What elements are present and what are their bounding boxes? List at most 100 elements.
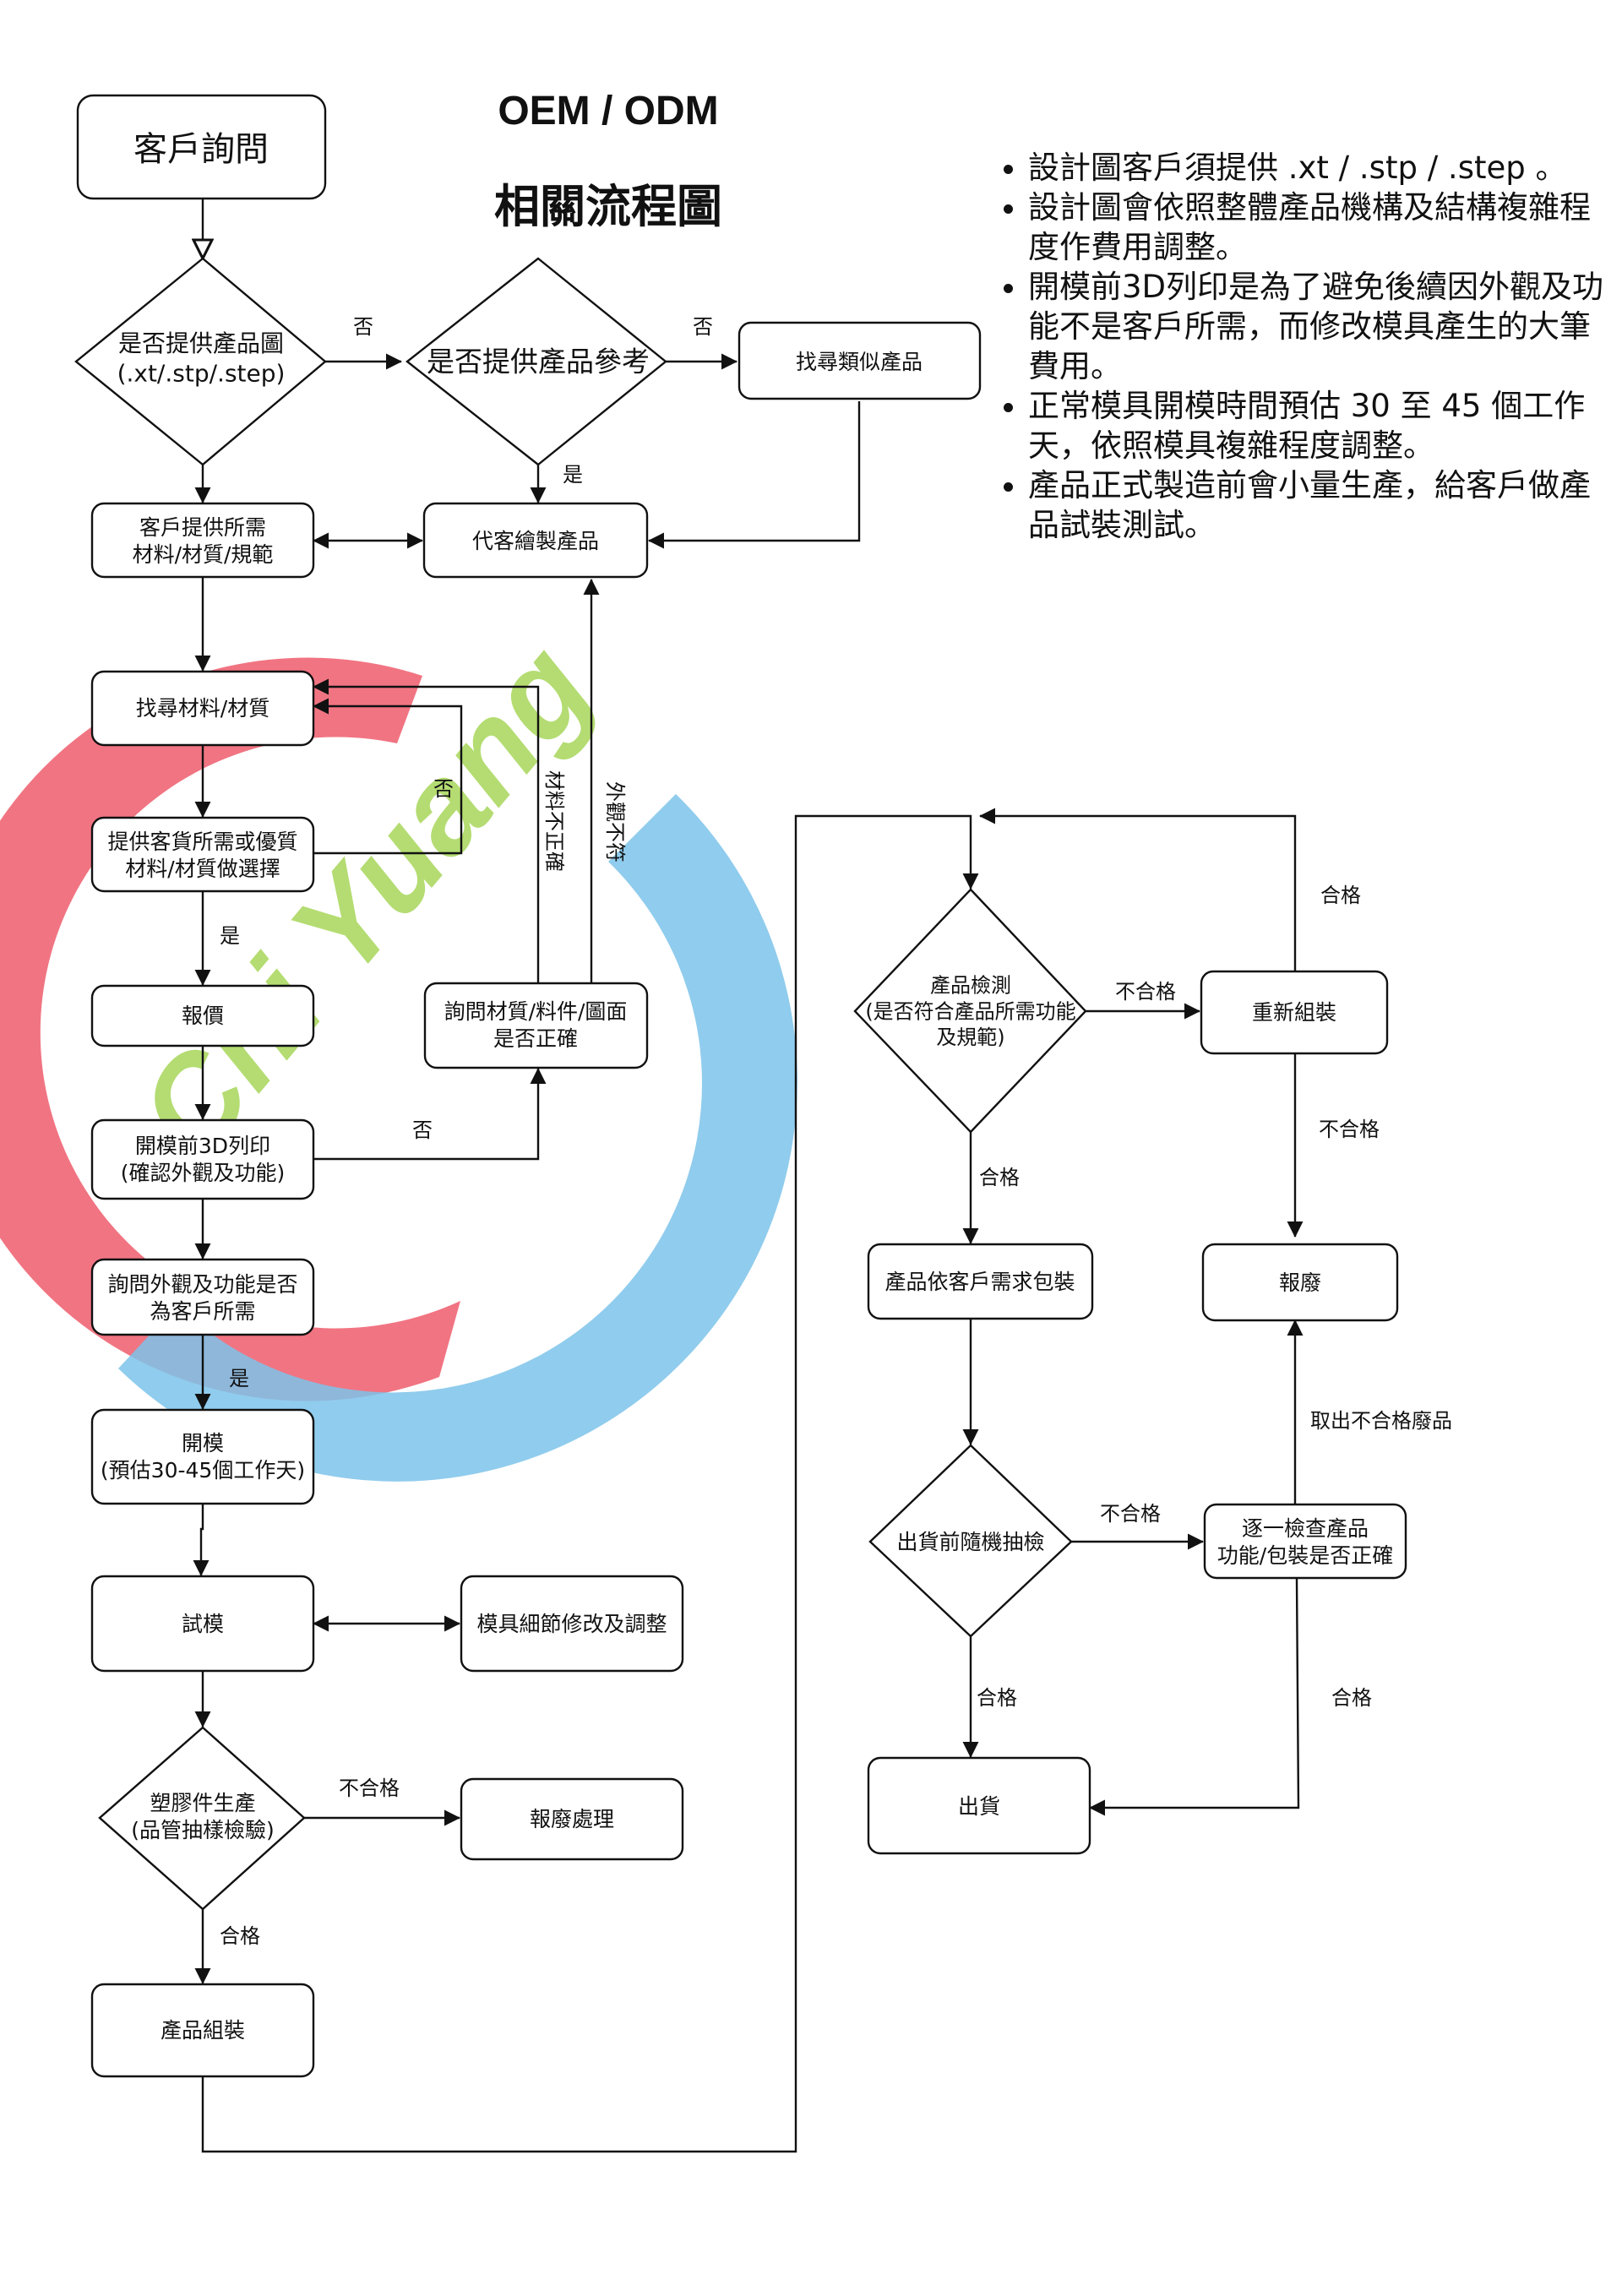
node-find-material[interactable]: 找尋材料/材質 xyxy=(90,670,315,747)
node-mold-adjust-text: 模具細節修改及調整 xyxy=(476,1612,667,1636)
node-text-line: 開模前3D列印 xyxy=(135,1134,270,1158)
node-text-line: 重新組裝 xyxy=(1252,1000,1336,1025)
node-offer-material[interactable]: 提供客貨所需或優質材料/材質做選擇 xyxy=(90,816,315,893)
node-inspect-each[interactable]: 逐一檢查產品功能/包裝是否正確 xyxy=(1203,1503,1407,1580)
label-take-out-defect: 取出不合格廢品 xyxy=(1310,1409,1452,1433)
label-pass-inspect: 合格 xyxy=(1331,1686,1372,1710)
note-item: 設計圖會依照整體產品機構及結構複雜程度作費用調整。 xyxy=(1028,188,1619,267)
node-text-line: (確認外觀及功能) xyxy=(121,1161,286,1185)
node-start[interactable]: 客戶詢問 xyxy=(76,94,327,200)
node-text-line: 為客戶所需 xyxy=(150,1299,255,1324)
node-draw-for-customer[interactable]: 代客繪製產品 xyxy=(422,502,649,579)
node-text-line: 是否提供產品圖 xyxy=(118,329,284,357)
node-draw-for-customer-text: 代客繪製產品 xyxy=(472,529,599,553)
node-text-line: 試模 xyxy=(182,1612,224,1636)
node-reassemble[interactable]: 重新組裝 xyxy=(1200,970,1389,1055)
node-scrap-process[interactable]: 報廢處理 xyxy=(460,1777,684,1861)
node-scrap[interactable]: 報廢 xyxy=(1201,1243,1399,1322)
node-text-line: 詢問外觀及功能是否 xyxy=(107,1272,297,1297)
node-start-text: 客戶詢問 xyxy=(133,130,269,169)
node-offer-material-text: 提供客貨所需或優質材料/材質做選擇 xyxy=(107,830,297,881)
node-text-line: 客戶詢問 xyxy=(133,130,269,169)
node-open-mold[interactable]: 開模 (預估30-45個工作天) xyxy=(90,1408,315,1505)
node-pack-text: 產品依客戶需求包裝 xyxy=(884,1270,1075,1294)
note-item: 開模前3D列印是為了避免後續因外觀及功能不是客戶所需，而修改模具產生的大筆費用。 xyxy=(1028,267,1619,386)
node-ask-appearance-text: 詢問外觀及功能是否為客戶所需 xyxy=(107,1272,297,1324)
label-no-drawing: 否 xyxy=(353,315,373,339)
node-text-line: (品管抽樣檢驗) xyxy=(131,1818,275,1842)
node-customer-material[interactable]: 客戶提供所需材料/材質/規範 xyxy=(90,502,315,579)
node-random-check-text: 出貨前隨機抽檢 xyxy=(896,1530,1044,1554)
label-no-reference: 否 xyxy=(693,315,713,339)
label-yes-offer: 是 xyxy=(220,924,240,948)
node-text-line: 是否提供產品參考 xyxy=(427,345,650,378)
node-provide-reference[interactable]: 是否提供產品參考 xyxy=(406,257,667,466)
label-material-wrong: 材料不正確 xyxy=(542,770,566,872)
edge-labels: 否 否 是 否 是 材料不正確 外觀不符 否 是 不合格 合格 合格 不合格 不… xyxy=(220,315,1452,1948)
label-pass-test: 合格 xyxy=(979,1166,1020,1189)
node-text-line: 找尋材料/材質 xyxy=(136,696,269,721)
label-no-offer: 否 xyxy=(433,777,454,801)
node-customer-material-text: 客戶提供所需材料/材質/規範 xyxy=(133,515,274,567)
watermark-red-arc xyxy=(0,657,460,1401)
chart-subtitle: 相關流程圖 xyxy=(494,180,722,233)
node-find-similar-text: 找尋類似產品 xyxy=(796,350,923,374)
node-product-test-text: 產品檢測(是否符合產品所需功能及規範) xyxy=(865,974,1075,1049)
node-ask-material[interactable]: 詢問材質/料件/圖面是否正確 xyxy=(423,982,649,1069)
connectors xyxy=(201,199,1304,2153)
node-ask-appearance[interactable]: 詢問外觀及功能是否為客戶所需 xyxy=(90,1258,315,1336)
node-assembly-text: 產品組裝 xyxy=(161,2018,245,2043)
node-pack[interactable]: 產品依客戶需求包裝 xyxy=(867,1243,1094,1320)
node-text-line: 出貨前隨機抽檢 xyxy=(896,1530,1044,1554)
node-print-3d[interactable]: 開模前3D列印 (確認外觀及功能) xyxy=(90,1118,315,1200)
label-appearance-wrong: 外觀不符 xyxy=(603,781,627,862)
node-reassemble-text: 重新組裝 xyxy=(1252,1000,1336,1025)
node-text-line: 材料/材質做選擇 xyxy=(125,857,280,881)
node-inspect-each-text: 逐一檢查產品功能/包裝是否正確 xyxy=(1217,1516,1393,1568)
node-quote[interactable]: 報價 xyxy=(90,984,315,1047)
node-ship[interactable]: 出貨 xyxy=(867,1756,1091,1855)
node-product-test[interactable]: 產品檢測(是否符合產品所需功能及規範) xyxy=(853,888,1087,1134)
label-no-3d: 否 xyxy=(412,1118,433,1142)
notes-list: 設計圖客戶須提供 .xt / .stp / .step 。 設計圖會依照整體產品… xyxy=(993,148,1619,545)
node-text-line: 出貨 xyxy=(958,1794,1000,1819)
node-text-line: 開模 xyxy=(182,1431,224,1455)
node-text-line: (是否符合產品所需功能 xyxy=(865,999,1075,1023)
node-trial-mold-text: 試模 xyxy=(182,1612,224,1636)
label-pass-reassemble: 合格 xyxy=(1320,884,1361,907)
note-item: 產品正式製造前會小量生產，給客戶做產品試裝測試。 xyxy=(1028,465,1619,545)
node-assembly[interactable]: 產品組裝 xyxy=(90,1983,315,2078)
label-fail-plastic: 不合格 xyxy=(339,1776,400,1800)
node-text-line: 客戶提供所需 xyxy=(139,515,266,540)
node-plastic-production[interactable]: 塑膠件生產 (品管抽樣檢驗) xyxy=(98,1726,306,1911)
node-scrap-text: 報廢 xyxy=(1279,1270,1321,1295)
node-random-check[interactable]: 出貨前隨機抽檢 xyxy=(868,1444,1073,1638)
node-find-material-text: 找尋材料/材質 xyxy=(136,696,269,721)
node-ship-text: 出貨 xyxy=(958,1794,1000,1819)
node-text-line: (.xt/.stp/.step) xyxy=(117,360,286,388)
node-provide-drawing-text: 是否提供產品圖 (.xt/.stp/.step) xyxy=(117,329,286,388)
label-pass-plastic: 合格 xyxy=(220,1924,260,1948)
node-scrap-process-text: 報廢處理 xyxy=(530,1807,614,1831)
node-text-line: 詢問材質/料件/圖面 xyxy=(444,999,628,1024)
node-text-line: 報廢處理 xyxy=(530,1807,614,1831)
node-text-line: 報廢 xyxy=(1279,1270,1321,1295)
label-fail-reassemble: 不合格 xyxy=(1319,1118,1380,1141)
node-text-line: 塑膠件生產 xyxy=(150,1791,255,1815)
node-text-line: (預估30-45個工作天) xyxy=(101,1458,305,1483)
note-item: 設計圖客戶須提供 .xt / .stp / .step 。 xyxy=(1028,148,1619,188)
label-yes-appearance: 是 xyxy=(229,1367,249,1390)
node-mold-adjust[interactable]: 模具細節修改及調整 xyxy=(460,1575,684,1673)
label-yes-reference: 是 xyxy=(563,463,583,487)
node-text-line: 材料/材質/規範 xyxy=(133,542,274,567)
node-provide-reference-text: 是否提供產品參考 xyxy=(427,345,650,378)
watermark-blue-arc xyxy=(118,794,797,1482)
node-text-line: 功能/包裝是否正確 xyxy=(1217,1543,1393,1568)
node-provide-drawing[interactable]: 是否提供產品圖 (.xt/.stp/.step) xyxy=(74,257,327,466)
node-trial-mold[interactable]: 試模 xyxy=(90,1575,315,1673)
node-text-line: 代客繪製產品 xyxy=(472,529,599,553)
node-text-line: 模具細節修改及調整 xyxy=(476,1612,667,1636)
node-find-similar[interactable]: 找尋類似產品 xyxy=(738,321,982,400)
node-plastic-production-text: 塑膠件生產 (品管抽樣檢驗) xyxy=(131,1791,275,1842)
